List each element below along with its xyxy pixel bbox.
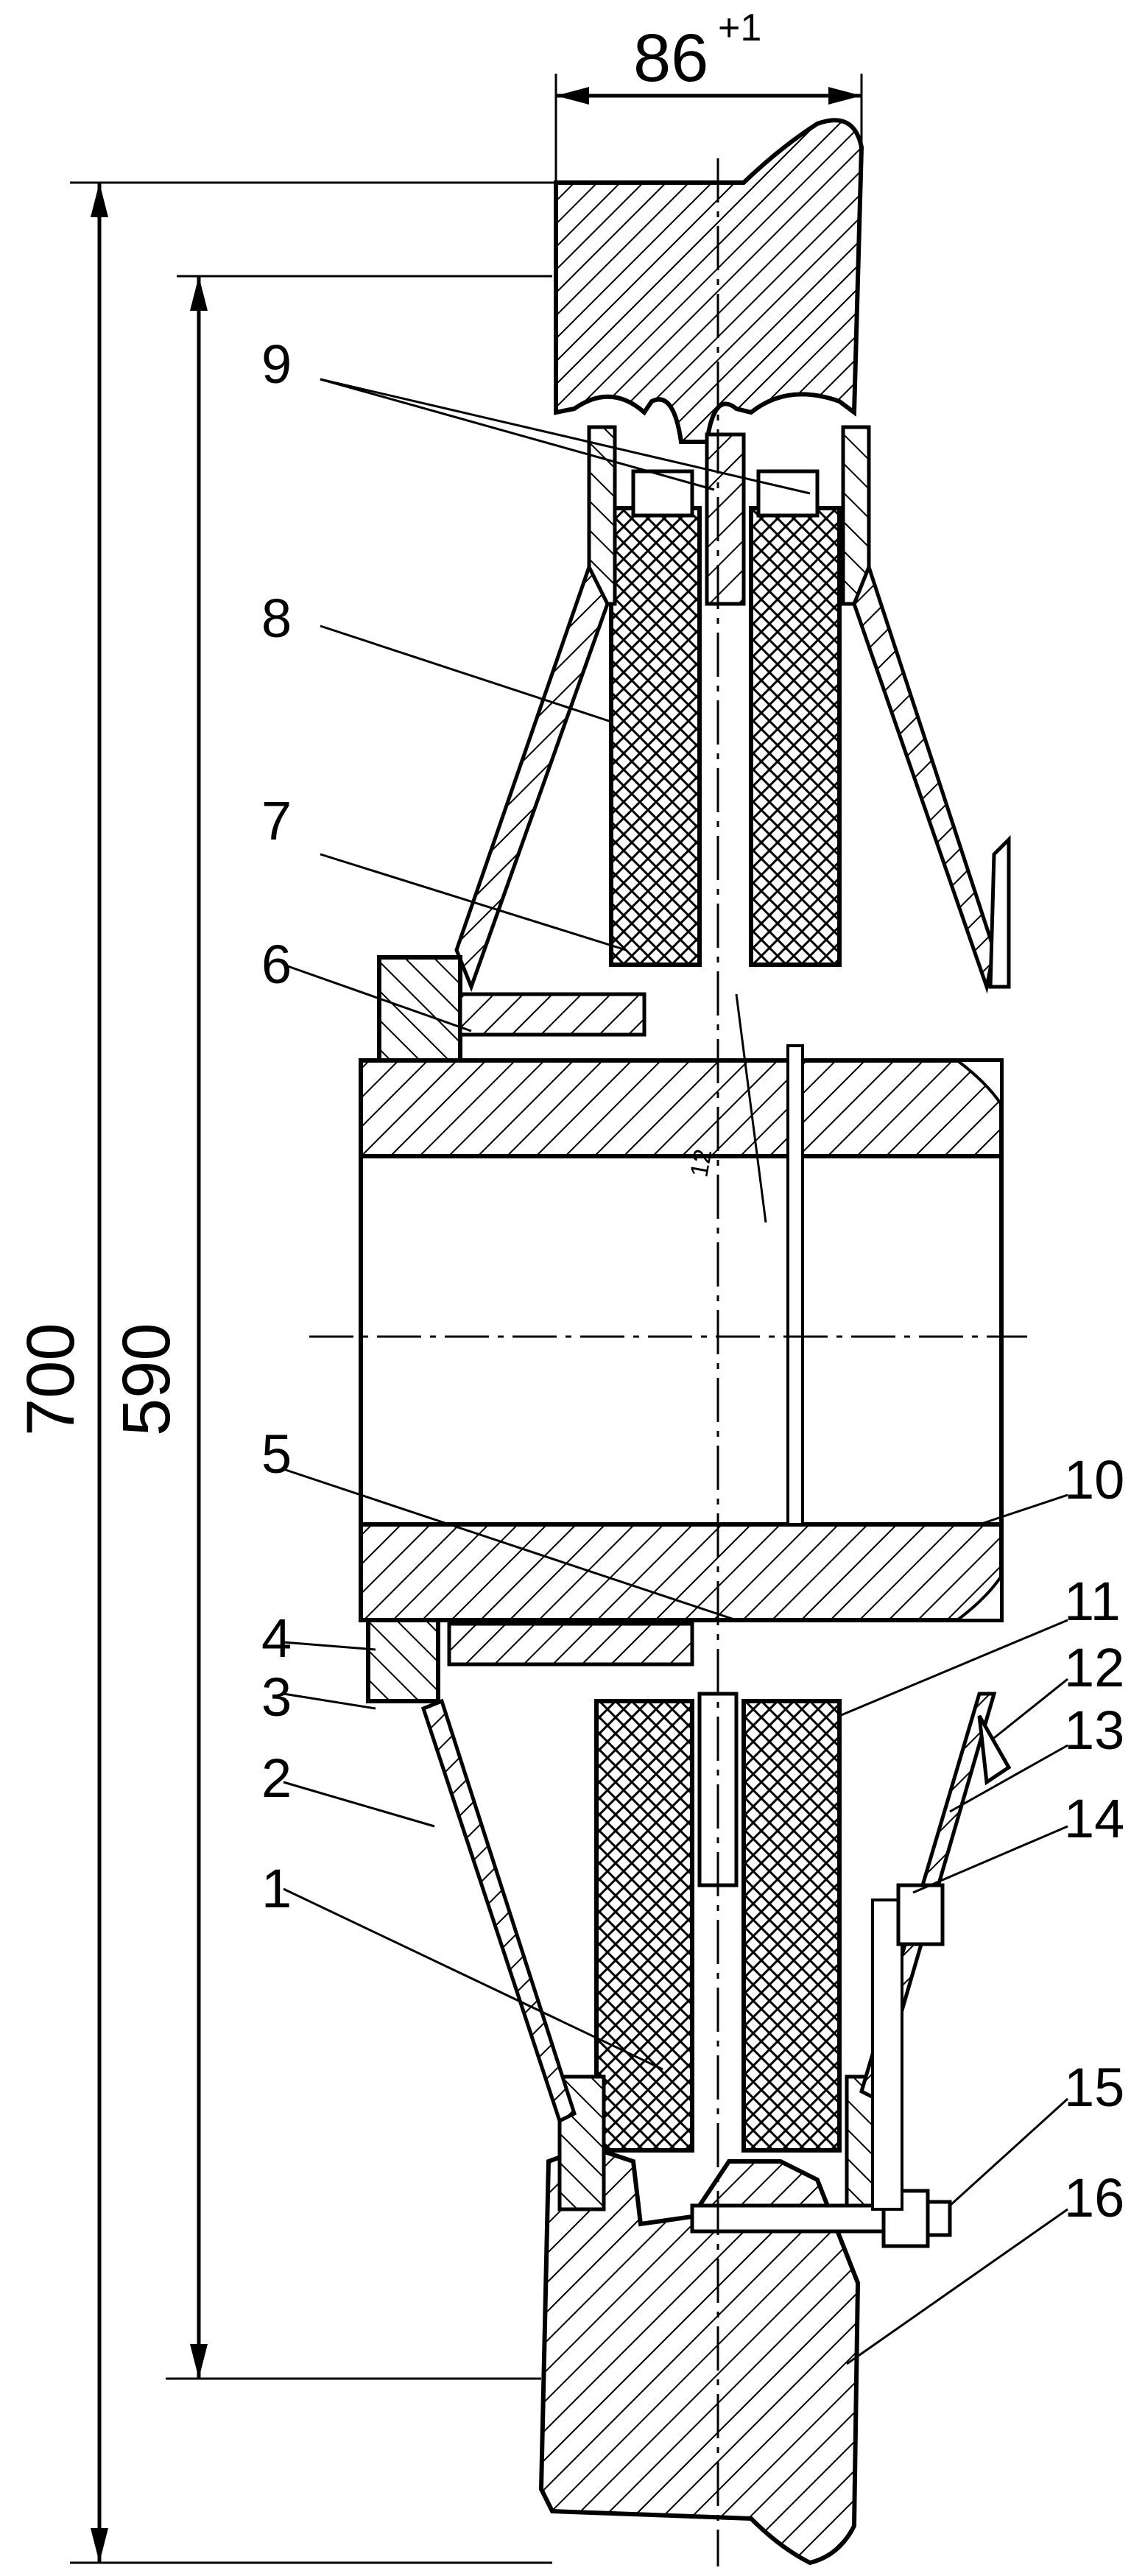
callout-5: 5 [261,1424,292,1485]
callout-11: 11 [1064,1571,1121,1632]
center-lines [309,158,1027,2566]
callout-14: 14 [1064,1788,1124,1849]
dim-width-top: 86 [633,21,708,96]
callout-16: 16 [1064,2167,1124,2228]
callout-9: 9 [261,334,292,395]
callout-8: 8 [261,588,292,649]
callout-10: 10 [1064,1449,1124,1510]
dim-overall-height: 700 [13,1323,88,1437]
dim-inner-height: 590 [109,1323,184,1437]
callout-15: 15 [1064,2057,1124,2118]
callout-1: 1 [261,1858,292,1919]
rubber-blocks-upper [587,425,871,967]
dimension-lines [70,74,863,2564]
dim-width-tolerance: +1 [718,7,761,49]
dimension-text: 86 +1 700 590 12 [13,7,761,1436]
tire-top [554,118,864,444]
callout-7: 7 [261,790,292,851]
bolt-assembly [690,1883,952,2248]
tire-bottom [538,2144,861,2566]
callout-2: 2 [261,1748,292,1809]
rubber-blocks-lower [557,1692,886,2211]
callout-13: 13 [1064,1700,1124,1761]
callout-3: 3 [261,1667,292,1728]
callout-12: 12 [1064,1637,1124,1698]
hub-body [359,955,1004,1703]
dim-small-angle: 12 [685,1147,717,1180]
callout-4: 4 [261,1608,292,1669]
callout-labels: 1 2 3 4 5 6 7 8 9 10 11 12 13 14 15 16 [261,334,1124,2228]
callout-6: 6 [261,934,292,995]
leader-lines [283,378,1069,2365]
